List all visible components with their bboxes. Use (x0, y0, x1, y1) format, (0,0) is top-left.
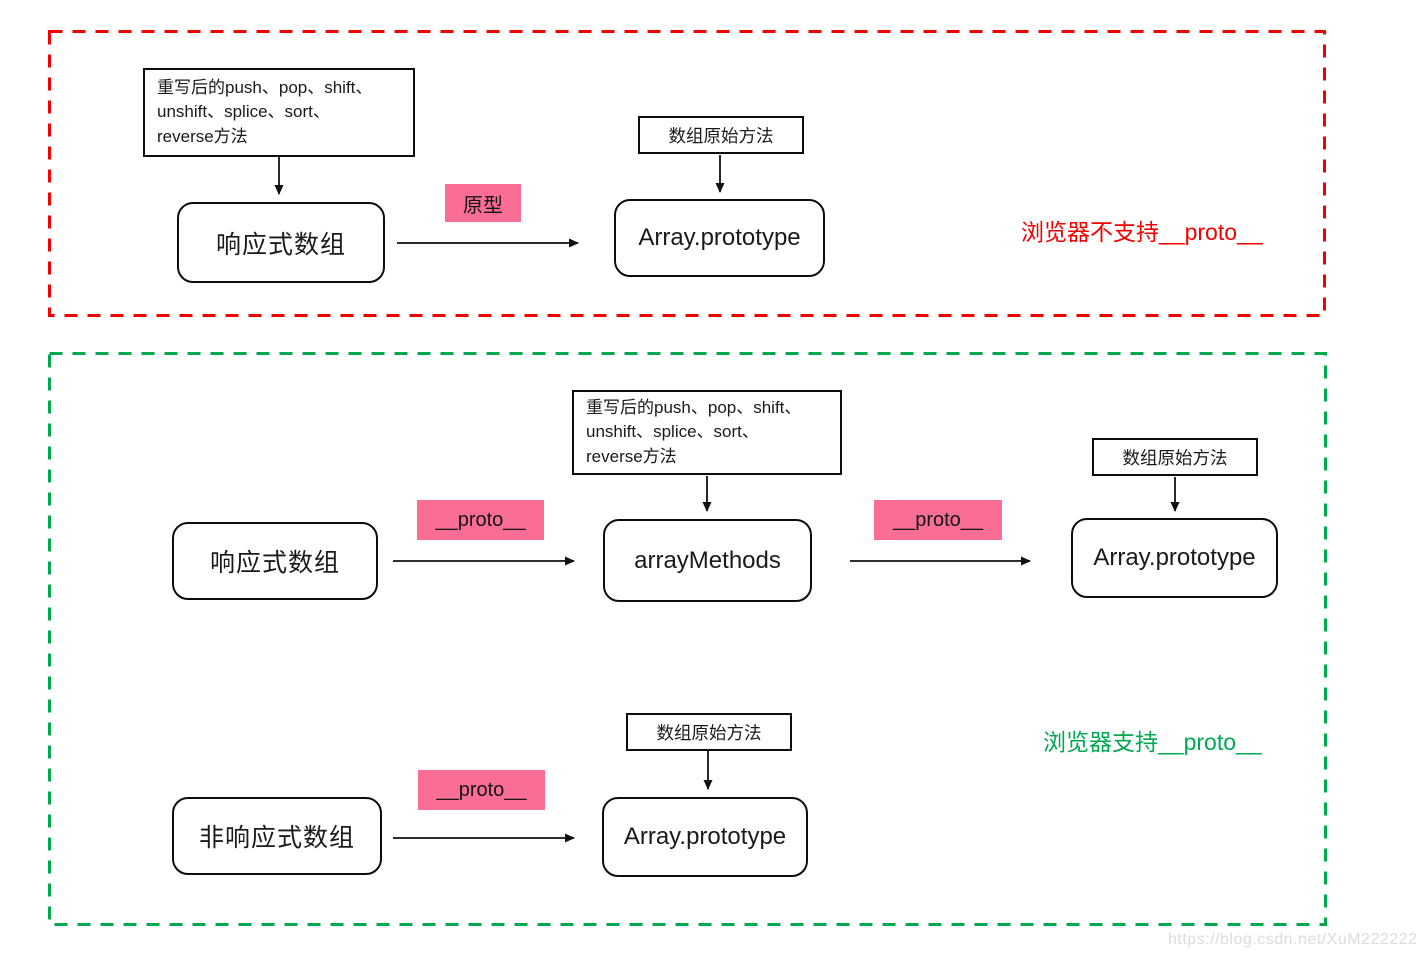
no-proto-section-border (48, 30, 1326, 317)
original-methods-box-1: 数组原始方法 (638, 116, 804, 154)
array-methods-node: arrayMethods (603, 519, 812, 602)
methods-line: unshift、splice、sort、 (586, 422, 759, 442)
proto-section-border (48, 352, 1327, 926)
methods-line: 重写后的push、pop、shift、 (586, 397, 802, 417)
array-prototype-node-1: Array.prototype (614, 199, 825, 277)
array-prototype-node-2: Array.prototype (1071, 518, 1278, 598)
array-prototype-node-3: Array.prototype (602, 797, 808, 877)
overridden-methods-box-2: 重写后的push、pop、shift、 unshift、splice、sort、… (572, 390, 842, 475)
overridden-methods-text: 重写后的push、pop、shift、 unshift、splice、sort、… (157, 76, 372, 150)
watermark-url: https://blog.csdn.net/XuM222222 (1168, 931, 1416, 948)
prototype-label: 原型 (445, 184, 521, 222)
proto-label-3: __proto__ (418, 770, 545, 810)
reactive-array-node-1: 响应式数组 (177, 202, 385, 283)
original-methods-box-3: 数组原始方法 (626, 713, 792, 751)
methods-line: reverse方法 (157, 126, 248, 146)
original-methods-box-2: 数组原始方法 (1092, 438, 1258, 476)
note-proto-support: 浏览器支持__proto__ (1043, 729, 1262, 755)
methods-line: unshift、splice、sort、 (157, 102, 330, 122)
proto-label-1: __proto__ (417, 500, 544, 540)
overridden-methods-box-1: 重写后的push、pop、shift、 unshift、splice、sort、… (143, 68, 415, 157)
reactive-array-node-2: 响应式数组 (172, 522, 378, 600)
proto-label-2: __proto__ (874, 500, 1002, 540)
overridden-methods-text: 重写后的push、pop、shift、 unshift、splice、sort、… (586, 396, 801, 470)
methods-line: 重写后的push、pop、shift、 (157, 77, 373, 97)
non-reactive-array-node: 非响应式数组 (172, 797, 382, 875)
methods-line: reverse方法 (586, 446, 677, 466)
note-no-proto-support: 浏览器不支持__proto__ (1021, 219, 1263, 245)
